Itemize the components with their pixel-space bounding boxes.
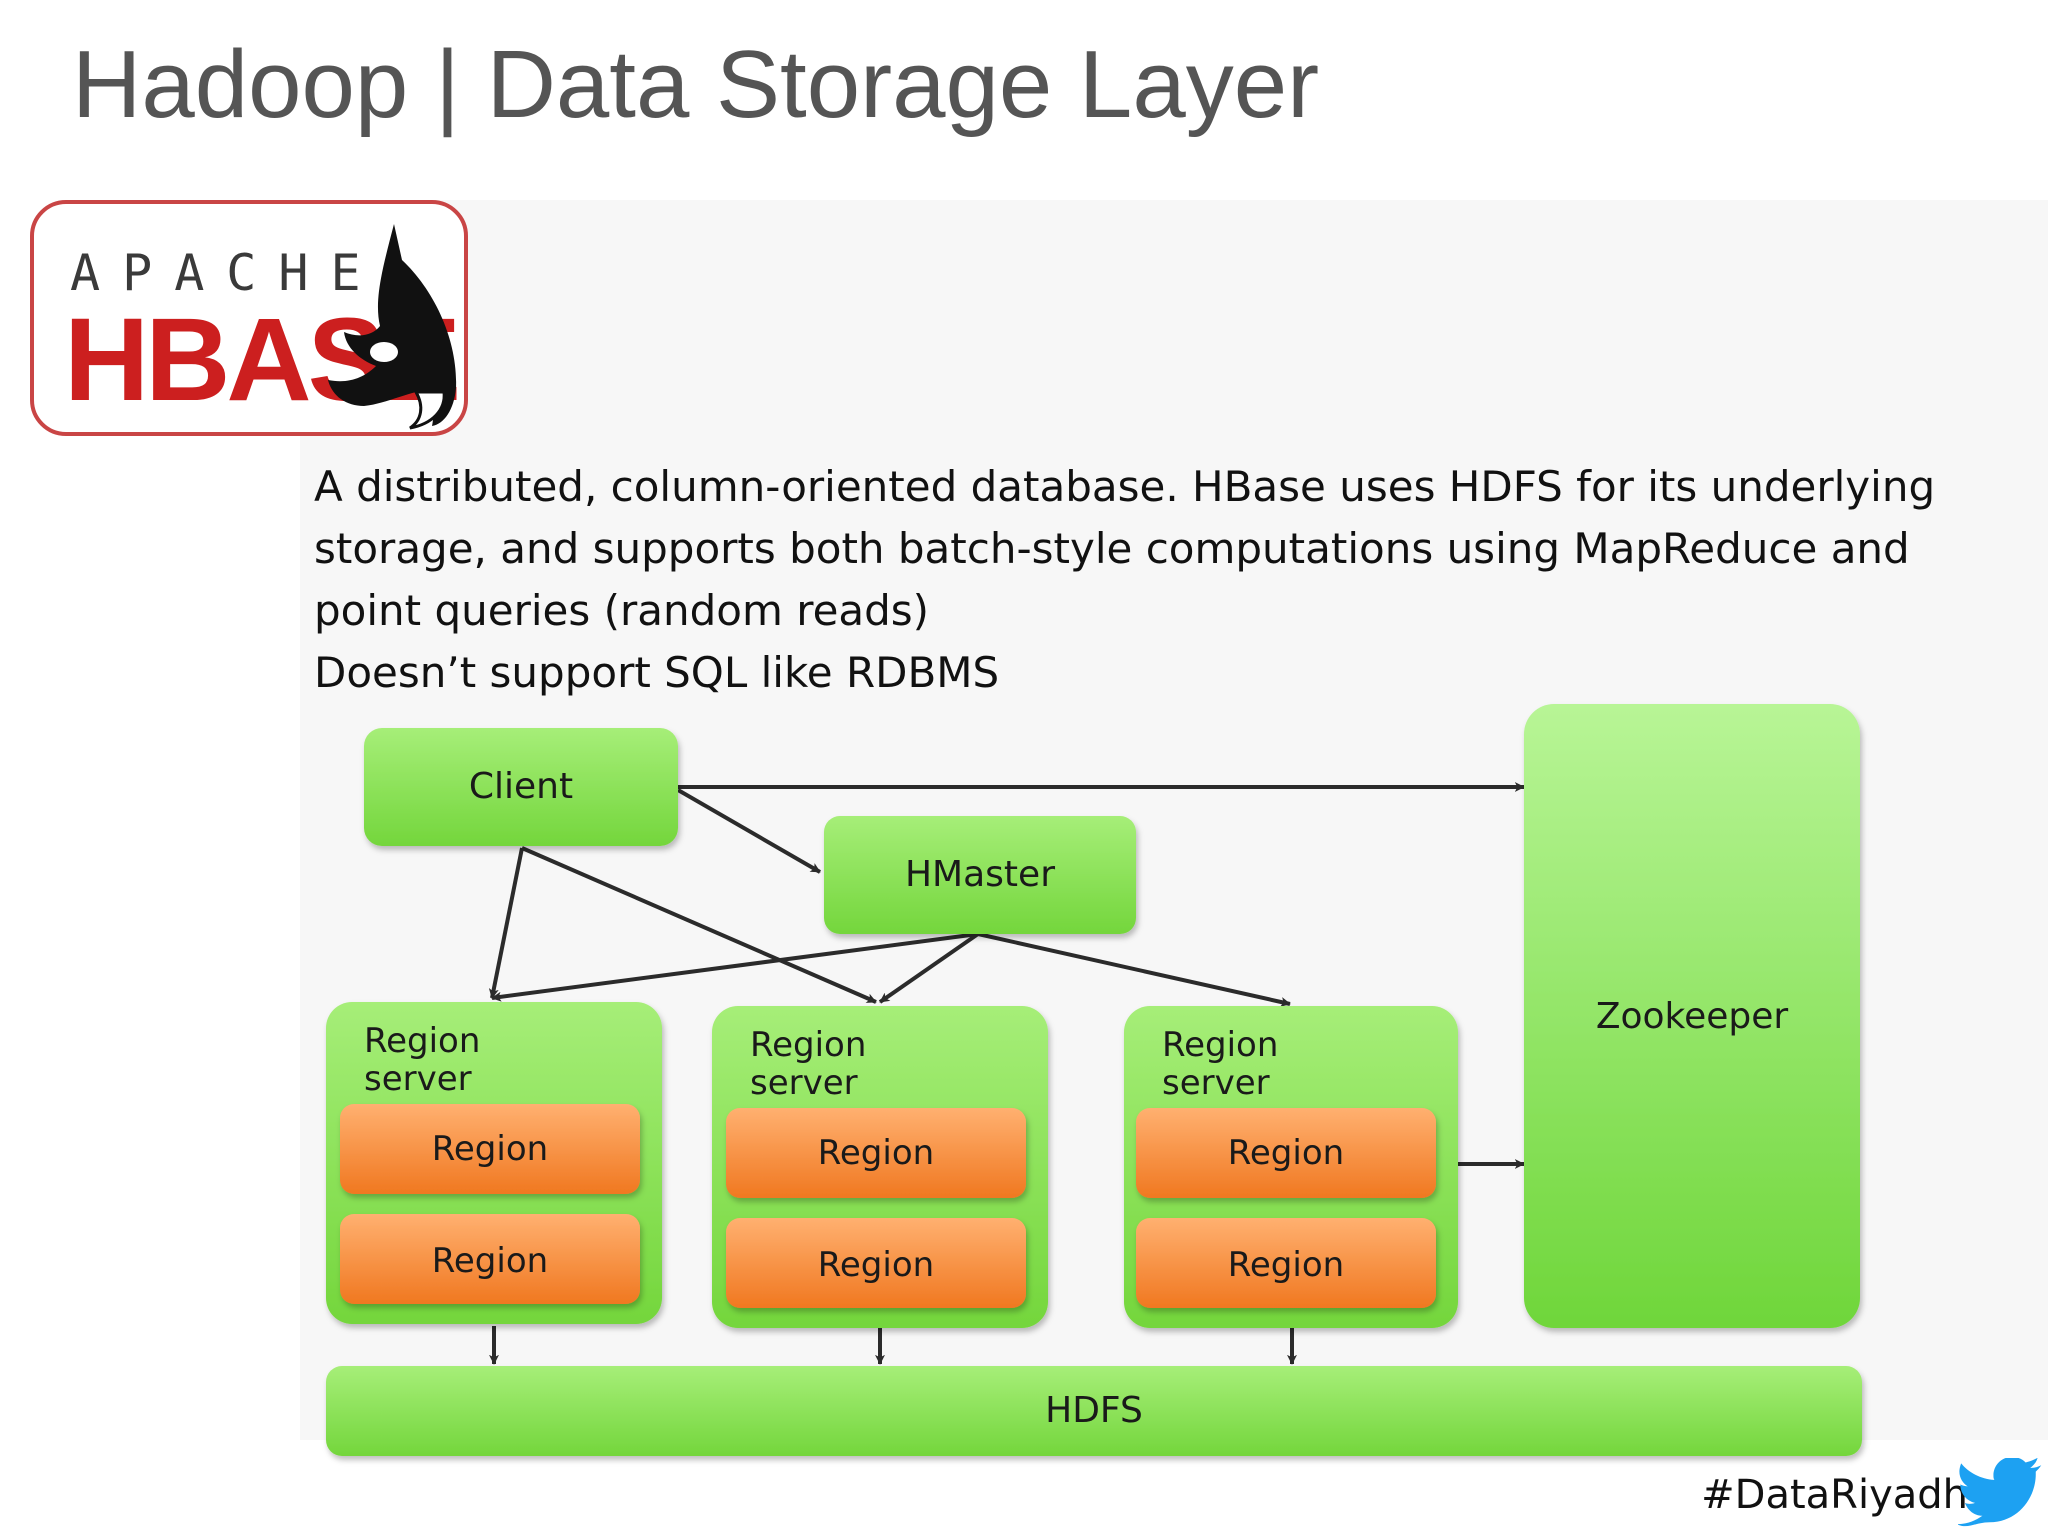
slide-title: Hadoop | Data Storage Layer [72,31,1320,138]
region-server-label-line1: Region [364,1021,480,1061]
region-server-label-line1: Region [1162,1025,1278,1065]
region-label: Region [818,1133,934,1173]
region-label: Region [1228,1133,1344,1173]
arrow-hmaster-regionserver-2 [878,932,980,1004]
region-box [726,1108,1026,1198]
arrow-client-regionserver-1 [488,847,524,999]
region-server-3: Region server Region Region [1124,1006,1458,1328]
footer-hashtag: #DataRiyadh [1701,1472,1968,1518]
hdfs-node: HDFS [326,1366,1862,1456]
region-server-1: Region server Region Region [326,1002,662,1324]
arrow-hmaster-regionserver-1 [491,932,979,1002]
region-server-2: Region server Region Region [712,1006,1048,1328]
region-box [1136,1218,1436,1308]
region-label: Region [1228,1245,1344,1285]
zookeeper-node: Zookeeper [1524,704,1860,1328]
description: A distributed, column-oriented database.… [314,456,1994,704]
region-server-label-line2: server [364,1059,472,1099]
region-label: Region [432,1129,548,1169]
hbase-logo: APACHE HBASE [30,200,468,436]
client-label: Client [469,766,573,807]
description-paragraph: A distributed, column-oriented database.… [314,462,1936,635]
connectors [488,782,1525,1365]
region-server-label-line2: server [750,1063,858,1103]
region-label: Region [432,1241,548,1281]
hmaster-node: HMaster [824,816,1136,934]
region-label: Region [818,1245,934,1285]
region-server-label-line1: Region [750,1025,866,1065]
arrow-client-hmaster [676,788,822,874]
region-box [340,1214,640,1304]
hdfs-label: HDFS [1045,1390,1143,1431]
client-node: Client [364,728,678,846]
zookeeper-label: Zookeeper [1596,996,1789,1037]
region-box [1136,1108,1436,1198]
arrow-client-regionserver-2 [521,846,877,1004]
logo-apache-text: APACHE [70,244,383,302]
region-box [340,1104,640,1194]
region-box [726,1218,1026,1308]
orca-icon [328,224,457,430]
description-note: Doesn’t support SQL like RDBMS [314,648,1000,697]
arrow-hmaster-regionserver-3 [977,932,1291,1007]
hmaster-label: HMaster [905,854,1055,895]
region-server-label-line2: server [1162,1063,1270,1103]
twitter-bird-icon [1958,1458,2042,1527]
